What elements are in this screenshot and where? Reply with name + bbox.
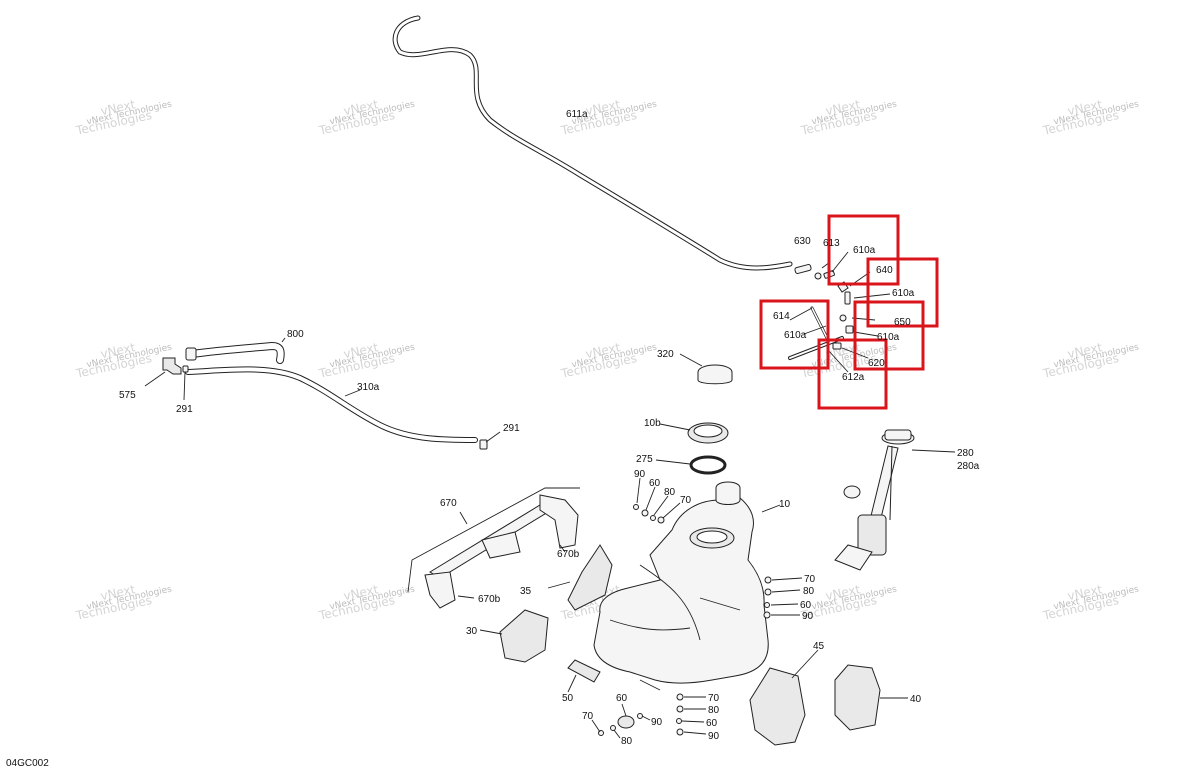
highlight-boxes <box>759 214 939 410</box>
callout-60-b: 60 <box>800 600 812 611</box>
hose-310a <box>185 366 488 450</box>
callout-80-c: 80 <box>621 736 633 747</box>
callout-630: 630 <box>794 236 811 247</box>
watermark: vNext Technologies vNext Technologies <box>317 582 416 623</box>
valve-575 <box>144 337 501 443</box>
callout-610a-4: 610a <box>877 332 900 343</box>
highlight-box-610a-top <box>827 214 900 286</box>
callout-275: 275 <box>636 454 653 465</box>
callout-614: 614 <box>773 311 790 322</box>
watermark: vNext Technologies vNext Technologies <box>74 97 173 138</box>
watermark: vNext Technologies vNext Technologies <box>1041 97 1140 138</box>
cover-40 <box>834 664 908 731</box>
figure-code: 04GC002 <box>6 758 49 769</box>
callout-291-b: 291 <box>503 423 520 434</box>
clamp-291-b <box>479 439 488 450</box>
heat-shield-45 <box>749 649 819 746</box>
seal-275 <box>655 455 727 475</box>
callout-35: 35 <box>520 586 532 597</box>
callout-70-c: 70 <box>582 711 594 722</box>
fuel-pump-280 <box>834 429 956 571</box>
callout-labels: 611a 630 613 610a 640 610a 614 610a 650 … <box>119 109 980 747</box>
callout-70-d: 70 <box>708 693 720 704</box>
callout-50: 50 <box>562 693 574 704</box>
callout-291-a: 291 <box>176 404 193 415</box>
vent-hose-611a <box>392 15 793 271</box>
callout-80-d: 80 <box>708 705 720 716</box>
callout-60-c: 60 <box>616 693 628 704</box>
watermark: vNext Technologies vNext Technologies <box>317 97 416 138</box>
callout-575: 575 <box>119 390 136 401</box>
fuel-cap-320 <box>679 353 733 385</box>
callout-280: 280 <box>957 448 974 459</box>
callout-310a: 310a <box>357 382 380 393</box>
callout-610a-3: 610a <box>784 330 807 341</box>
callout-613: 613 <box>823 238 840 249</box>
fastener-stack-right <box>763 576 803 619</box>
callout-45: 45 <box>813 641 825 652</box>
bracket-670 <box>407 487 580 609</box>
watermark: vNext Technologies vNext Technologies <box>799 97 898 138</box>
callout-670: 670 <box>440 498 457 509</box>
fastener-stack-upper-left <box>633 477 681 524</box>
callout-60-d: 60 <box>706 718 718 729</box>
callout-80-b: 80 <box>803 586 815 597</box>
callout-670b-b: 670b <box>478 594 501 605</box>
callout-650: 650 <box>894 317 911 328</box>
heat-shield-35 <box>547 544 613 611</box>
callout-80-a: 80 <box>664 487 676 498</box>
callout-640: 640 <box>876 265 893 276</box>
clamp-291-a <box>182 365 189 373</box>
callout-320: 320 <box>657 349 674 360</box>
callout-620: 620 <box>868 358 885 369</box>
callout-30: 30 <box>466 626 478 637</box>
callout-90-a: 90 <box>634 469 646 480</box>
watermark: vNext Technologies vNext Technologies <box>1041 340 1140 381</box>
callout-90-d: 90 <box>708 731 720 742</box>
callout-612a: 612a <box>842 372 865 383</box>
callout-70-b: 70 <box>804 574 816 585</box>
callout-10: 10 <box>779 499 791 510</box>
pad-50 <box>567 659 601 693</box>
watermark: vNext Technologies vNext Technologies <box>74 340 173 381</box>
callout-800: 800 <box>287 329 304 340</box>
callout-90-b: 90 <box>802 611 814 622</box>
watermark: vNext Technologies vNext Technologies <box>1041 582 1140 623</box>
callout-90-c: 90 <box>651 717 663 728</box>
callout-40: 40 <box>910 694 922 705</box>
fuel-tank-10 <box>593 481 781 691</box>
callout-610a-2: 610a <box>892 288 915 299</box>
callout-610a-1: 610a <box>853 245 876 256</box>
hose-800 <box>185 341 285 364</box>
callout-280a: 280a <box>957 461 980 472</box>
callout-10b: 10b <box>644 418 661 429</box>
fastener-stack-bottom <box>591 693 707 739</box>
callout-70-a: 70 <box>680 495 692 506</box>
callout-60-a: 60 <box>649 478 661 489</box>
watermark: vNext Technologies vNext Technologies <box>559 340 658 381</box>
highlight-box-640-610a <box>866 257 939 328</box>
callout-611a: 611a <box>566 109 588 120</box>
highlight-box-612a <box>817 338 888 410</box>
watermark: vNext Technologies vNext Technologies <box>317 340 416 381</box>
heat-shield-30 <box>479 609 549 663</box>
highlight-box-650-610a <box>853 300 925 371</box>
highlight-box-614-610a <box>759 299 830 370</box>
watermarks: vNext Technologies vNext Technologies vN… <box>74 97 1140 623</box>
lock-ring-10b <box>659 422 729 444</box>
watermark: vNext Technologies vNext Technologies <box>74 582 173 623</box>
callout-670b-a: 670b <box>557 549 580 560</box>
